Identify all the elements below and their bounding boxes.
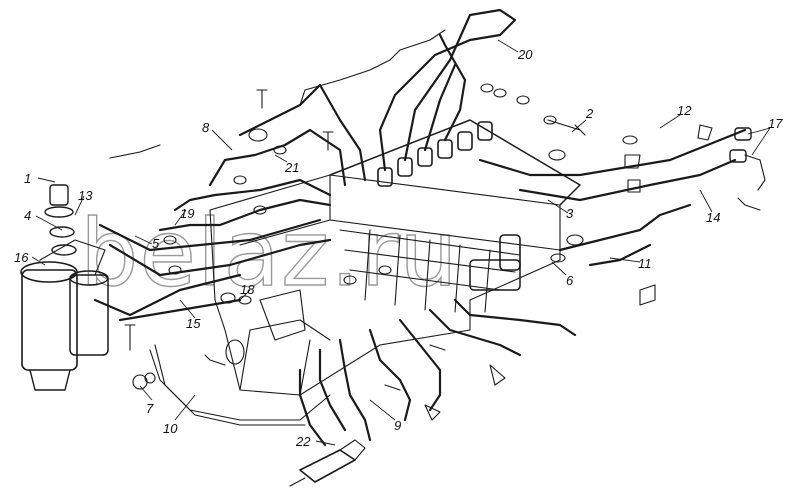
callout-3: 3 <box>566 206 574 221</box>
callout-15: 15 <box>186 316 201 331</box>
callout-10: 10 <box>163 421 178 436</box>
drain-lines <box>478 124 766 306</box>
callout-8: 8 <box>202 120 210 135</box>
callout-19: 19 <box>180 206 194 221</box>
injector-22 <box>289 439 366 487</box>
callout-11: 11 <box>638 256 652 271</box>
callout-6: 6 <box>566 273 574 288</box>
callout-13: 13 <box>78 188 93 203</box>
callout-21: 21 <box>284 160 299 175</box>
callout-numbers: 1 2 3 4 5 6 7 8 9 10 11 12 13 14 15 16 1… <box>14 47 783 449</box>
supply-return-lines <box>93 218 332 426</box>
fuel-filter <box>20 184 109 391</box>
callout-20: 20 <box>517 47 533 62</box>
callout-17: 17 <box>768 116 783 131</box>
callout-2: 2 <box>585 106 594 121</box>
callout-16: 16 <box>14 250 29 265</box>
callout-14: 14 <box>706 210 720 225</box>
callout-18: 18 <box>240 282 255 297</box>
callout-9: 9 <box>394 418 401 433</box>
callout-4: 4 <box>24 208 31 223</box>
engine-block <box>209 174 561 396</box>
lower-injector-lines <box>298 298 577 447</box>
callout-7: 7 <box>146 401 154 416</box>
high-pressure-lines <box>158 8 517 232</box>
fasteners <box>109 83 761 391</box>
callout-leaders <box>31 39 771 446</box>
callout-22: 22 <box>295 434 311 449</box>
callout-5: 5 <box>152 236 160 251</box>
callout-1: 1 <box>24 171 31 186</box>
callout-12: 12 <box>677 103 692 118</box>
